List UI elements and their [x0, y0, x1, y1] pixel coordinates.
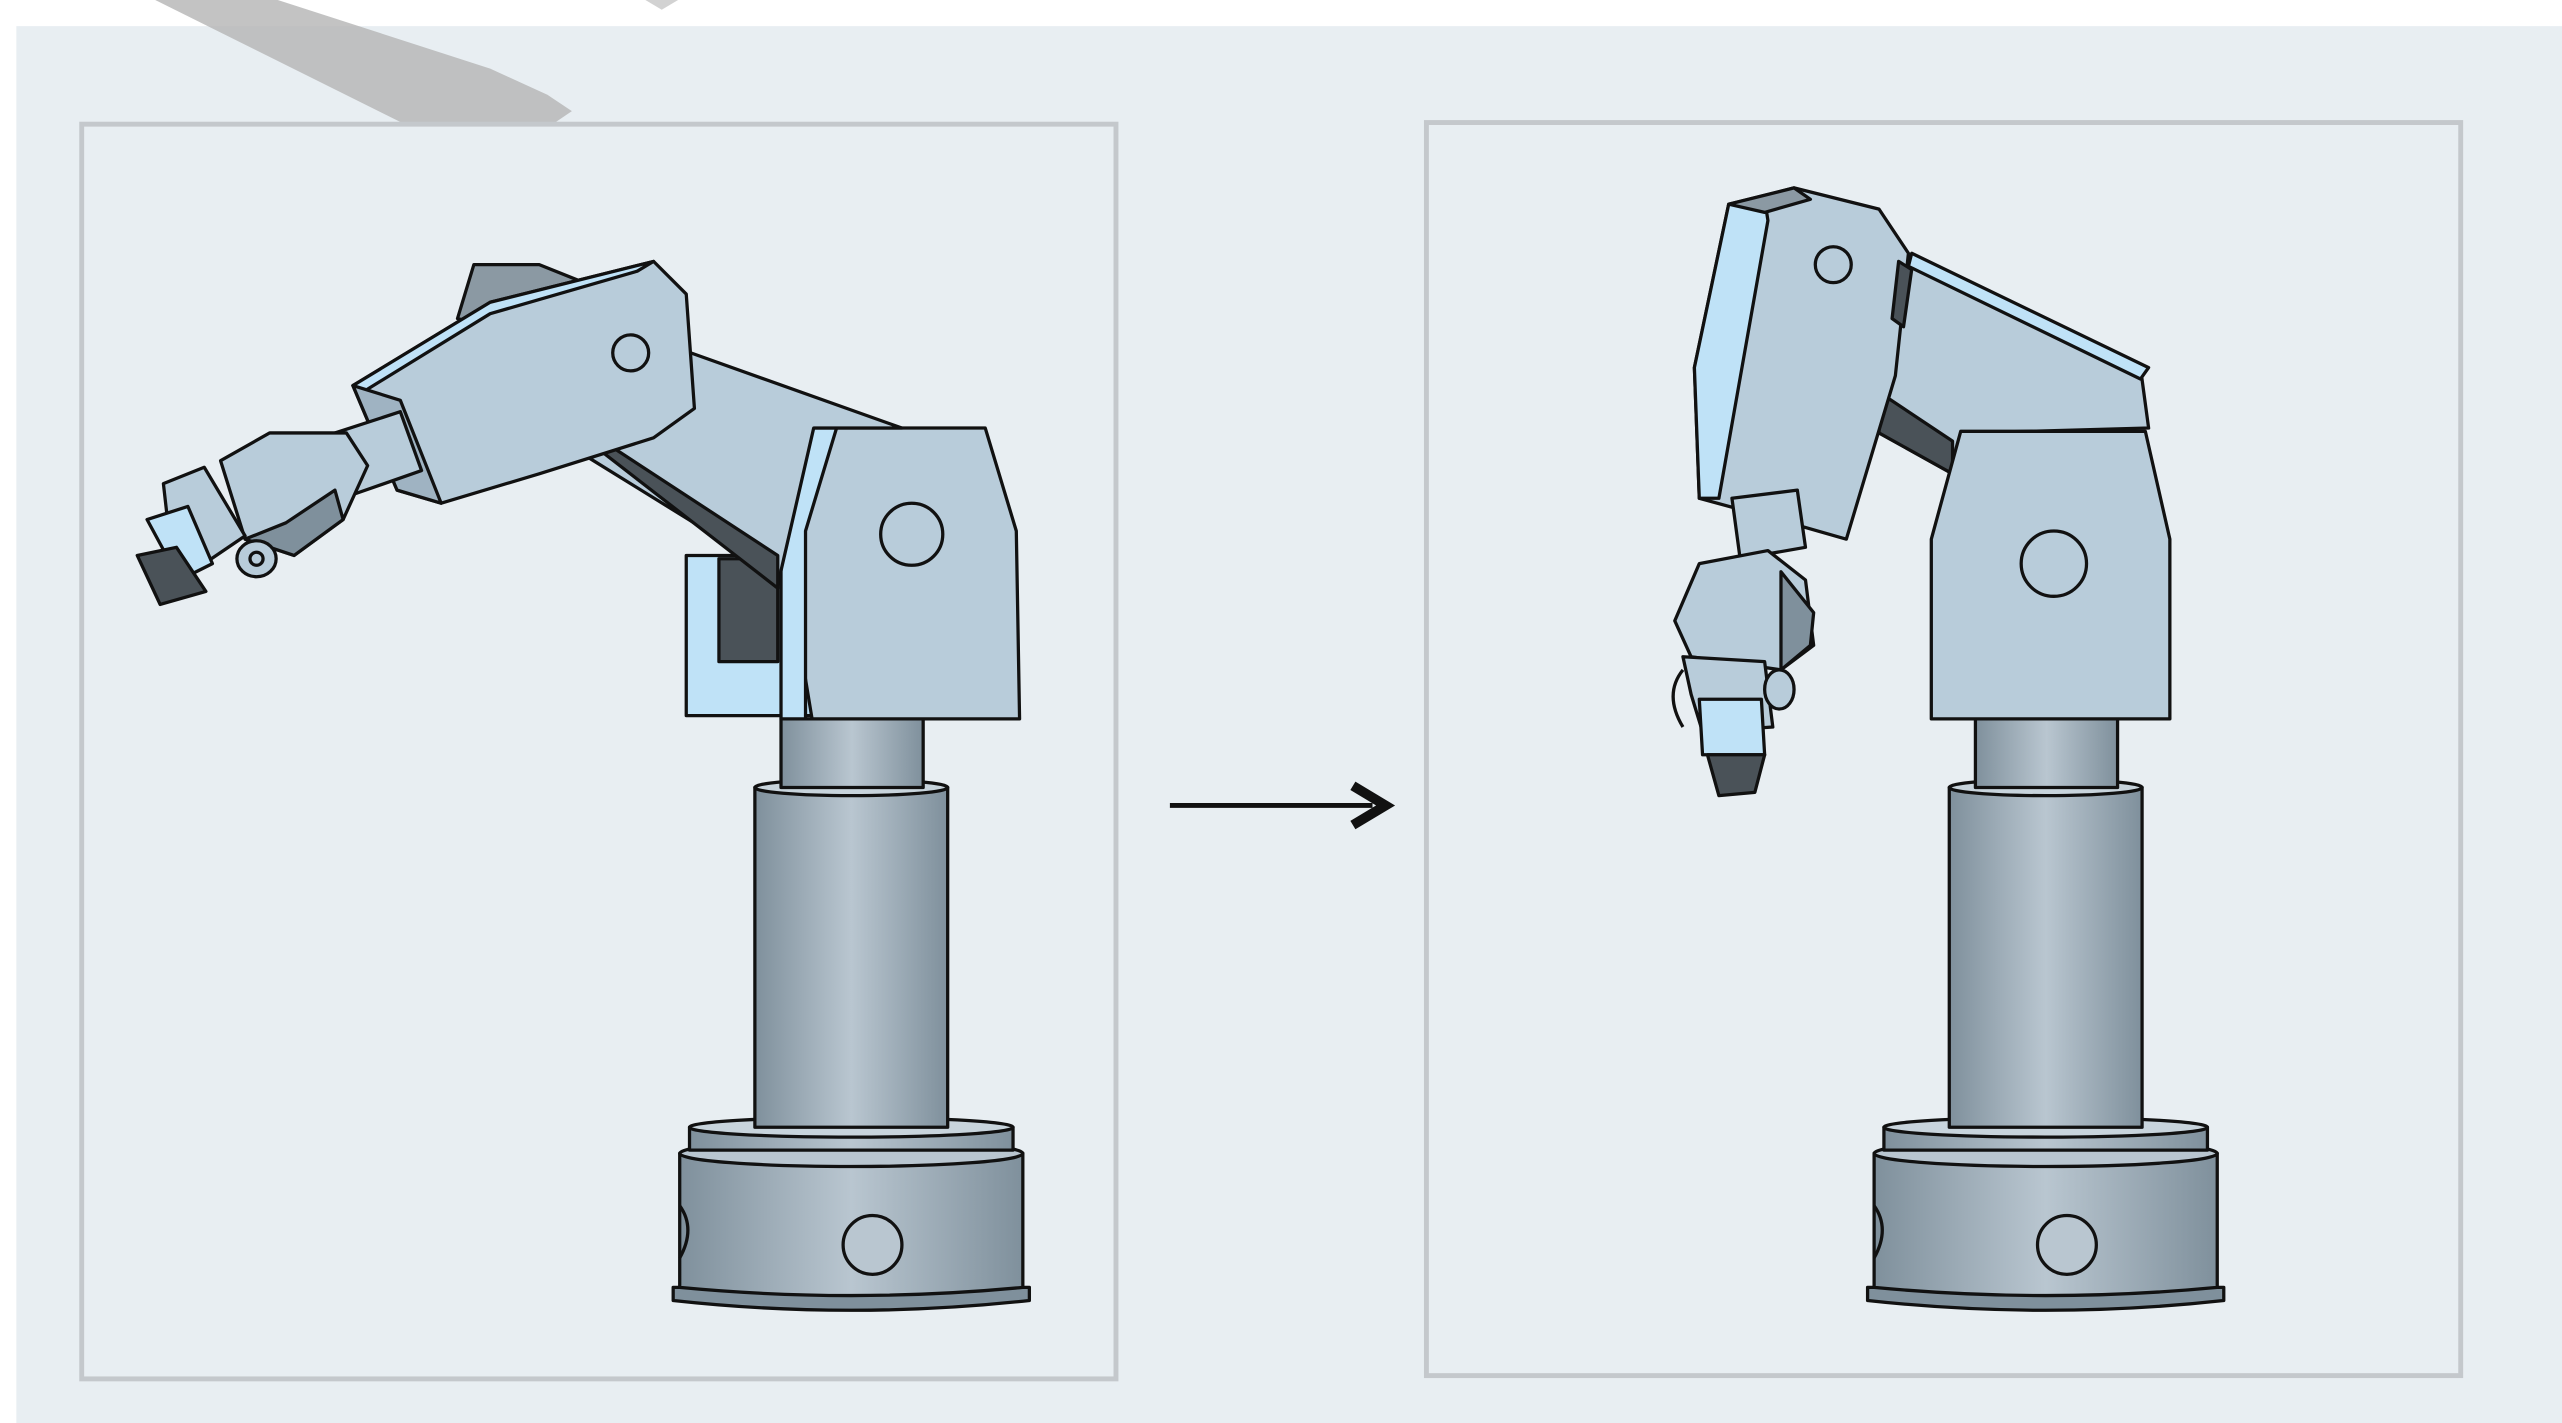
wrist: [1732, 490, 1806, 559]
panel-before: [82, 124, 1116, 1379]
main-column: [755, 787, 948, 1127]
shoulder-bolt: [2021, 531, 2086, 596]
gripper-fingers: [1707, 755, 1764, 796]
gripper-bolt: [237, 541, 276, 577]
base-bolt: [843, 1216, 902, 1275]
panel-after: [1426, 123, 2460, 1376]
elbow-bolt: [1815, 247, 1851, 283]
gripper-bolt: [1765, 670, 1794, 709]
shoulder-bolt: [881, 503, 943, 565]
main-column: [1949, 787, 2142, 1127]
gripper-finger-face: [1699, 699, 1764, 755]
neck: [781, 719, 923, 788]
neck: [1975, 719, 2117, 788]
base-bolt: [2038, 1216, 2097, 1275]
elbow-bolt: [613, 335, 649, 371]
